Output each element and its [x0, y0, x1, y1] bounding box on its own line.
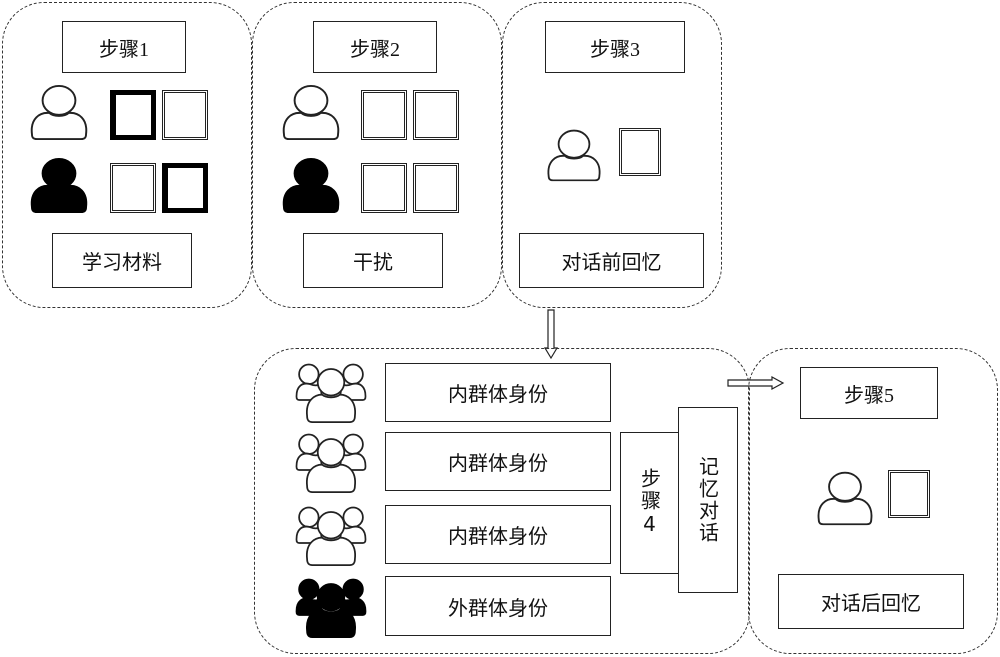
identity-box: 内群体身份 [385, 505, 611, 564]
person-icon [545, 127, 603, 183]
step2-panel [252, 2, 502, 308]
group-icon [294, 576, 368, 638]
person-icon [278, 157, 344, 213]
step1-panel [2, 2, 252, 308]
step1-label: 学习材料 [52, 233, 192, 288]
step3-title: 步骤3 [545, 21, 685, 73]
document-icon [413, 90, 459, 140]
step4-panel [254, 348, 750, 654]
person-icon [26, 84, 92, 140]
step2-title: 步骤2 [313, 21, 437, 73]
person-icon [26, 157, 92, 213]
identity-box: 外群体身份 [385, 576, 611, 636]
step5-title: 步骤5 [800, 367, 938, 419]
group-icon [294, 431, 368, 493]
document-icon [110, 90, 156, 140]
step5-label: 对话后回忆 [778, 574, 964, 629]
step4-title: 步骤4 [620, 432, 680, 574]
step5-panel [748, 348, 998, 654]
group-icon [294, 361, 368, 423]
step4-task: 记忆对话 [678, 407, 738, 593]
step3-panel [502, 2, 722, 308]
group-icon [294, 504, 368, 566]
document-icon [361, 90, 407, 140]
document-icon [162, 90, 208, 140]
document-icon [361, 163, 407, 213]
person-icon [815, 470, 875, 526]
document-icon [162, 163, 208, 213]
document-icon [413, 163, 459, 213]
identity-box: 内群体身份 [385, 432, 611, 491]
person-icon [278, 84, 344, 140]
document-icon [619, 128, 661, 176]
step2-label: 干扰 [303, 233, 443, 288]
step3-label: 对话前回忆 [519, 233, 704, 288]
document-icon [110, 163, 156, 213]
step1-title: 步骤1 [62, 21, 186, 73]
document-icon [888, 470, 930, 518]
identity-box: 内群体身份 [385, 363, 611, 422]
